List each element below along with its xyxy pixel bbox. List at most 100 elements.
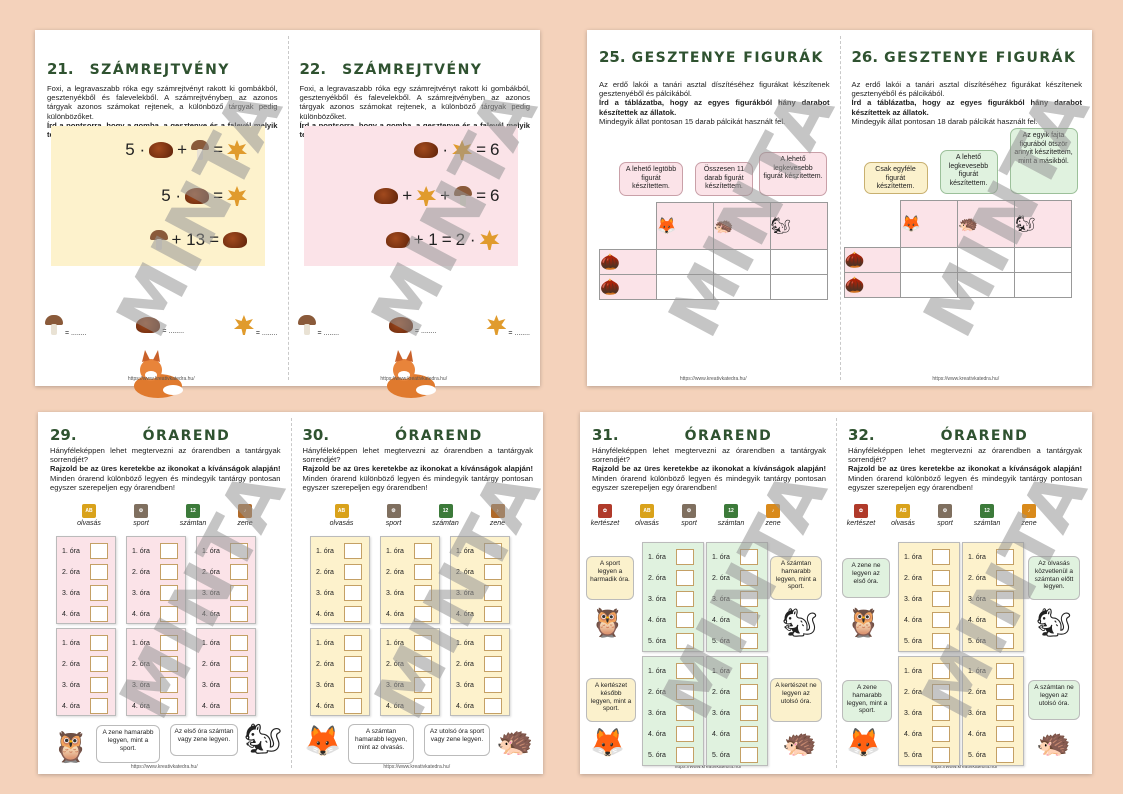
icon-slot[interactable] xyxy=(739,570,758,586)
icon-slot[interactable] xyxy=(483,543,502,559)
icon-slot[interactable] xyxy=(229,635,248,651)
icon-slot[interactable] xyxy=(89,606,108,622)
icon-slot[interactable] xyxy=(89,543,108,559)
icon-slot[interactable] xyxy=(159,635,178,651)
icon-slot[interactable] xyxy=(483,677,502,693)
icon-slot[interactable] xyxy=(159,564,178,580)
icon-slot[interactable] xyxy=(675,549,694,565)
icon-slot[interactable] xyxy=(343,543,362,559)
icon-slot[interactable] xyxy=(483,635,502,651)
icon-slot[interactable] xyxy=(995,591,1014,607)
icon-slot[interactable] xyxy=(229,585,248,601)
icon-slot[interactable] xyxy=(739,549,758,565)
icon-slot[interactable] xyxy=(483,698,502,714)
icon-slot[interactable] xyxy=(413,543,432,559)
icon-slot[interactable] xyxy=(413,635,432,651)
icon-slot[interactable] xyxy=(995,726,1014,742)
icon-slot[interactable] xyxy=(343,585,362,601)
icon-slot[interactable] xyxy=(89,564,108,580)
icon-slot[interactable] xyxy=(89,656,108,672)
icon-slot[interactable] xyxy=(931,549,950,565)
icon-slot[interactable] xyxy=(89,635,108,651)
icon-slot[interactable] xyxy=(343,635,362,651)
icon-slot[interactable] xyxy=(931,633,950,649)
icon-slot[interactable] xyxy=(675,570,694,586)
icon-slot[interactable] xyxy=(483,585,502,601)
icon-slot[interactable] xyxy=(995,705,1014,721)
icon-slot[interactable] xyxy=(89,677,108,693)
icon-slot[interactable] xyxy=(483,564,502,580)
icon-slot[interactable] xyxy=(675,612,694,628)
icon-slot[interactable] xyxy=(159,585,178,601)
icon-slot[interactable] xyxy=(739,612,758,628)
icon-slot[interactable] xyxy=(343,677,362,693)
icon-slot[interactable] xyxy=(995,633,1014,649)
footer-url[interactable]: https://www.kreativkatedra.hu/ xyxy=(674,764,742,770)
footer-url[interactable]: https://www.kreativkatedra.hu/ xyxy=(130,764,198,770)
icon-slot[interactable] xyxy=(413,656,432,672)
icon-slot[interactable] xyxy=(739,705,758,721)
icon-slot[interactable] xyxy=(739,663,758,679)
icon-slot[interactable] xyxy=(159,606,178,622)
icon-slot[interactable] xyxy=(995,612,1014,628)
icon-slot[interactable] xyxy=(675,591,694,607)
icon-slot[interactable] xyxy=(995,663,1014,679)
icon-slot[interactable] xyxy=(229,656,248,672)
icon-slot[interactable] xyxy=(675,705,694,721)
icon-slot[interactable] xyxy=(229,606,248,622)
footer-url[interactable]: https://www.kreativkatedra.hu/ xyxy=(127,376,195,382)
icon-slot[interactable] xyxy=(675,663,694,679)
icon-slot[interactable] xyxy=(229,564,248,580)
icon-slot[interactable] xyxy=(413,564,432,580)
icon-slot[interactable] xyxy=(739,684,758,700)
icon-slot[interactable] xyxy=(413,677,432,693)
icon-slot[interactable] xyxy=(229,698,248,714)
icon-slot[interactable] xyxy=(995,684,1014,700)
icon-slot[interactable] xyxy=(159,656,178,672)
footer-url[interactable]: https://www.kreativkatedra.hu/ xyxy=(380,376,448,382)
icon-slot[interactable] xyxy=(89,698,108,714)
icon-slot[interactable] xyxy=(931,570,950,586)
icon-slot[interactable] xyxy=(931,705,950,721)
timetable-row: 1. óra xyxy=(316,635,362,651)
icon-slot[interactable] xyxy=(159,698,178,714)
icon-slot[interactable] xyxy=(483,656,502,672)
icon-slot[interactable] xyxy=(739,591,758,607)
icon-slot[interactable] xyxy=(931,747,950,763)
footer-url[interactable]: https://www.kreativkatedra.hu/ xyxy=(930,764,998,770)
footer-url[interactable]: https://www.kreativkatedra.hu/ xyxy=(383,764,451,770)
icon-slot[interactable] xyxy=(995,570,1014,586)
icon-slot[interactable] xyxy=(675,633,694,649)
icon-slot[interactable] xyxy=(159,677,178,693)
icon-slot[interactable] xyxy=(413,698,432,714)
icon-slot[interactable] xyxy=(931,663,950,679)
icon-slot[interactable] xyxy=(343,606,362,622)
icon-slot[interactable] xyxy=(675,684,694,700)
icon-slot[interactable] xyxy=(931,726,950,742)
icon-slot[interactable] xyxy=(739,747,758,763)
footer-url[interactable]: https://www.kreativkatedra.hu/ xyxy=(932,376,1000,382)
icon-slot[interactable] xyxy=(483,606,502,622)
icon-slot[interactable] xyxy=(229,543,248,559)
icon-slot[interactable] xyxy=(229,677,248,693)
icon-slot[interactable] xyxy=(931,684,950,700)
icon-slot[interactable] xyxy=(343,656,362,672)
timetable-row: 1. óra xyxy=(712,663,758,679)
footer-url[interactable]: https://www.kreativkatedra.hu/ xyxy=(679,376,747,382)
icon-slot[interactable] xyxy=(675,726,694,742)
icon-slot[interactable] xyxy=(159,543,178,559)
icon-slot[interactable] xyxy=(931,612,950,628)
icon-slot[interactable] xyxy=(995,747,1014,763)
icon-slot[interactable] xyxy=(413,585,432,601)
icon-slot[interactable] xyxy=(413,606,432,622)
icon-slot[interactable] xyxy=(739,726,758,742)
icon-slot[interactable] xyxy=(675,747,694,763)
icon-slot[interactable] xyxy=(931,591,950,607)
icon-slot[interactable] xyxy=(89,585,108,601)
icon-slot[interactable] xyxy=(343,698,362,714)
icon-slot[interactable] xyxy=(343,564,362,580)
icon-slot[interactable] xyxy=(995,549,1014,565)
icon-slot[interactable] xyxy=(739,633,758,649)
